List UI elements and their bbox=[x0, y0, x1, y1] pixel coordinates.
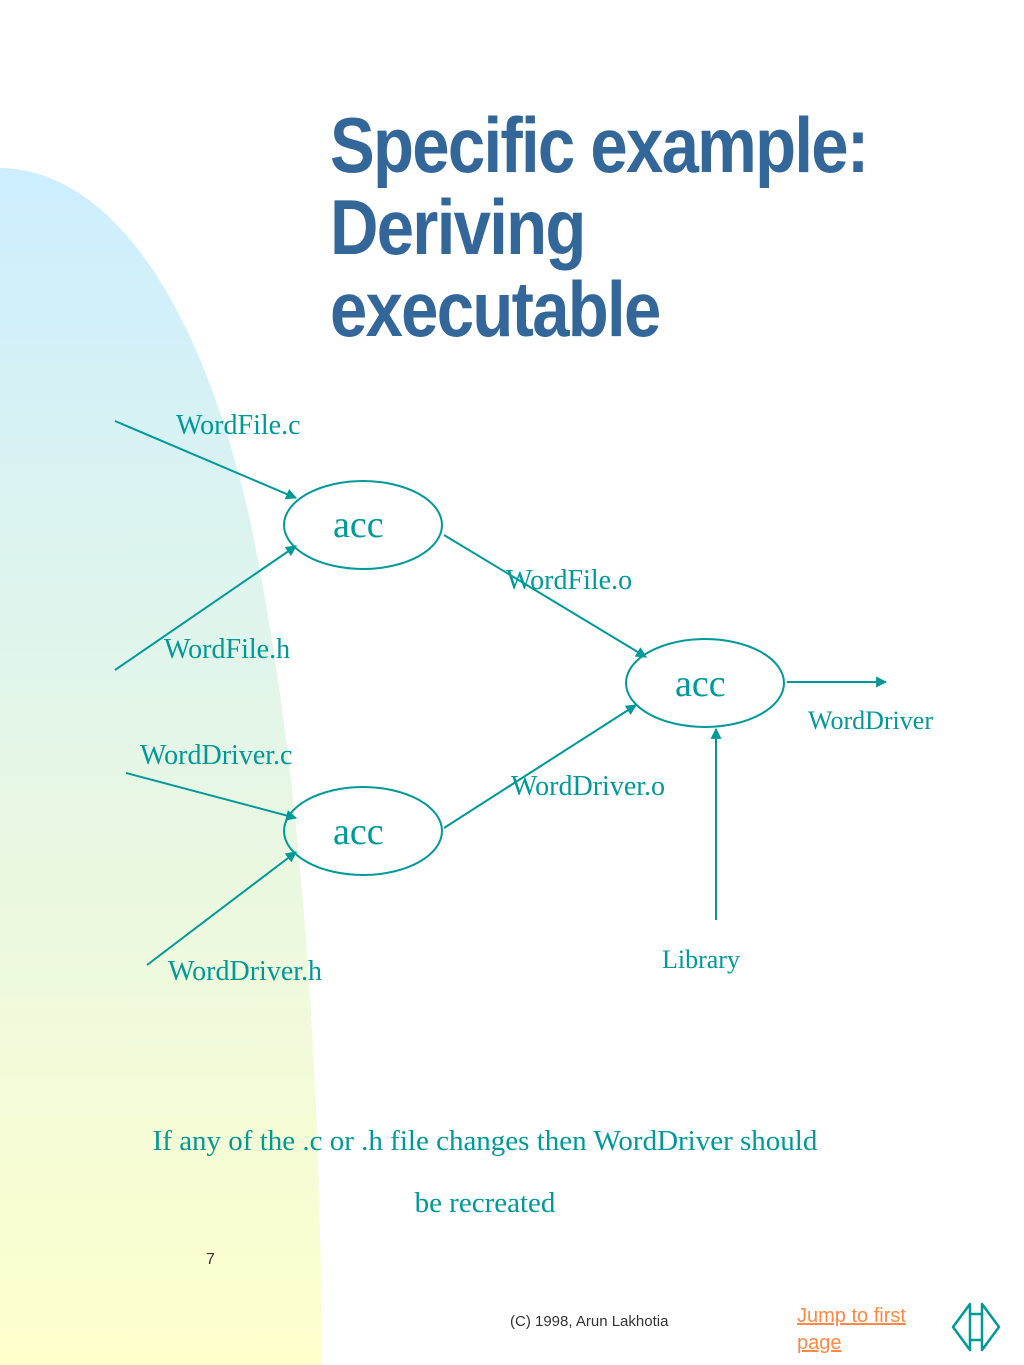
edge-wordfile-h bbox=[114, 545, 297, 671]
label-wordfile-o: WordFile.o bbox=[506, 565, 633, 596]
edge-worddriver-h bbox=[146, 851, 297, 966]
acc-label-right: acc bbox=[675, 663, 726, 705]
edge-worddriver-o bbox=[443, 704, 637, 829]
label-worddriver-o: WordDriver.o bbox=[511, 771, 666, 802]
title-line-3: executable bbox=[330, 265, 661, 353]
edge-wordfile-o bbox=[443, 534, 647, 658]
page-number: 7 bbox=[206, 1251, 215, 1268]
label-library: Library bbox=[662, 945, 740, 974]
caption-line-1: If any of the .c or .h file changes then… bbox=[152, 1125, 818, 1157]
caption-line-2: be recreated bbox=[414, 1187, 556, 1219]
label-worddriver-h: WordDriver.h bbox=[168, 956, 323, 987]
acc-node-top bbox=[283, 480, 443, 570]
acc-node-right bbox=[625, 638, 785, 728]
label-worddriver-c: WordDriver.c bbox=[140, 740, 293, 771]
edge-worddriver-c bbox=[125, 772, 298, 821]
slide-title: Specific example: Deriving executable bbox=[330, 104, 915, 350]
bidirectional-arrow-icon[interactable] bbox=[950, 1300, 1002, 1354]
copyright-text: (C) 1998, Arun Lakhotia bbox=[510, 1313, 669, 1330]
jump-to-first-page-link[interactable]: Jump to first page bbox=[797, 1305, 906, 1354]
acc-node-bottom bbox=[283, 786, 443, 876]
label-wordfile-c: WordFile.c bbox=[176, 410, 301, 441]
title-line-2: Deriving bbox=[330, 183, 586, 271]
title-line-1: Specific example: bbox=[330, 101, 869, 189]
edge-wordfile-c bbox=[114, 420, 298, 500]
label-worddriver-output: WordDriver bbox=[808, 706, 933, 735]
acc-label-top: acc bbox=[333, 504, 384, 546]
label-wordfile-h: WordFile.h bbox=[164, 634, 291, 665]
acc-label-bottom: acc bbox=[333, 811, 384, 853]
